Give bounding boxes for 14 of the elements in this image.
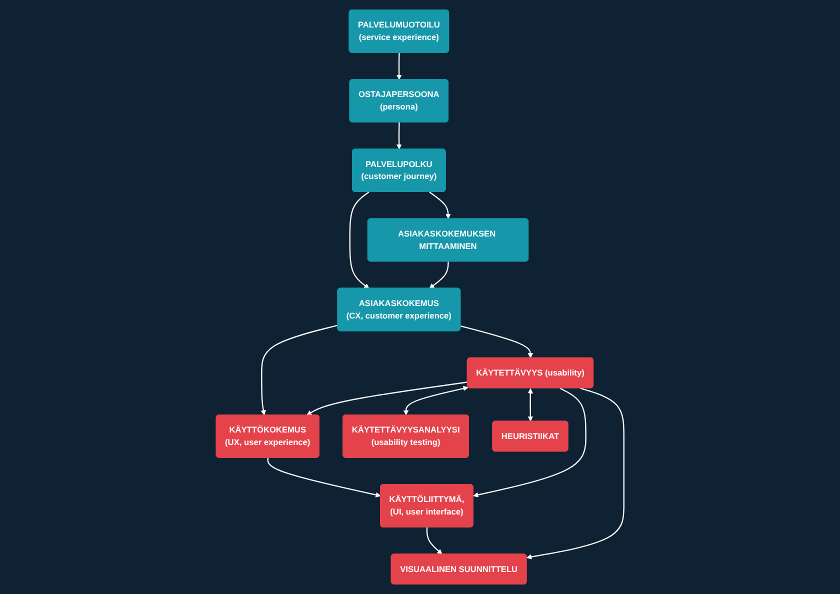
arrow bbox=[429, 262, 449, 289]
arrow bbox=[396, 122, 402, 150]
arrow bbox=[267, 458, 381, 498]
arrow bbox=[260, 324, 338, 416]
arrow bbox=[473, 388, 586, 498]
arrow bbox=[528, 388, 534, 422]
arrow bbox=[429, 192, 451, 220]
arrow bbox=[403, 386, 468, 416]
arrow bbox=[526, 388, 624, 560]
arrow bbox=[460, 325, 534, 358]
arrow bbox=[306, 382, 468, 416]
arrow bbox=[426, 527, 442, 554]
arrow bbox=[349, 192, 370, 289]
arrow bbox=[396, 52, 402, 80]
